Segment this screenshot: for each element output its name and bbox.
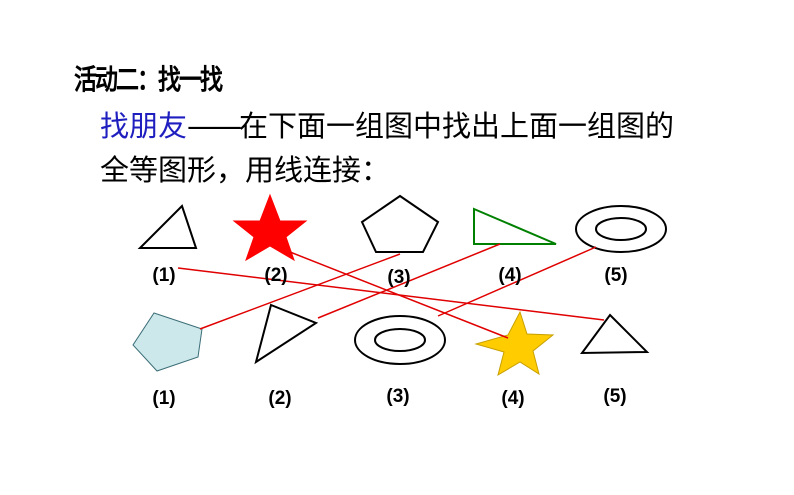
top-label-1: (1) <box>152 265 176 286</box>
connector-line-1 <box>177 267 605 321</box>
top-shape-4-green-triangle <box>473 207 557 245</box>
bottom-label-5: (5) <box>603 386 627 407</box>
top-label-4: (4) <box>498 265 522 286</box>
instruction-dash: —— <box>187 109 242 143</box>
slide-heading: 活动二：找一找 <box>74 64 223 97</box>
top-label-2: (2) <box>264 265 288 286</box>
top-shape-5-ring <box>575 205 667 253</box>
bottom-shape-1-blue-pentagon <box>132 312 203 372</box>
bottom-label-3: (3) <box>386 386 410 407</box>
bottom-shape-5-triangle <box>579 313 650 355</box>
instruction-line2: 全等图形，用线连接： <box>100 153 391 187</box>
instruction-line1: 在下面一组图中找出上面一组图的 <box>239 109 675 143</box>
connector-line-2 <box>289 251 509 339</box>
bottom-shape-4-yellow-star <box>474 310 555 377</box>
instruction-highlight: 找朋友 <box>100 109 188 143</box>
bottom-label-4: (4) <box>501 388 525 409</box>
top-shape-1-triangle <box>137 204 198 249</box>
top-label-5: (5) <box>604 265 628 286</box>
bottom-shape-3-ring <box>354 315 446 365</box>
bottom-shape-2-triangle <box>254 303 319 365</box>
connector-line-3 <box>199 253 401 330</box>
bottom-label-2: (2) <box>268 388 292 409</box>
top-label-3: (3) <box>387 267 411 288</box>
top-shape-3-pentagon <box>360 194 440 253</box>
top-shape-2-red-star <box>232 193 308 262</box>
instruction-text: 找朋友——在下面一组图中找出上面一组图的 全等图形，用线连接： <box>100 104 760 192</box>
connector-line-5 <box>437 246 597 317</box>
bottom-label-1: (1) <box>152 388 176 409</box>
connector-line-4 <box>317 243 501 319</box>
